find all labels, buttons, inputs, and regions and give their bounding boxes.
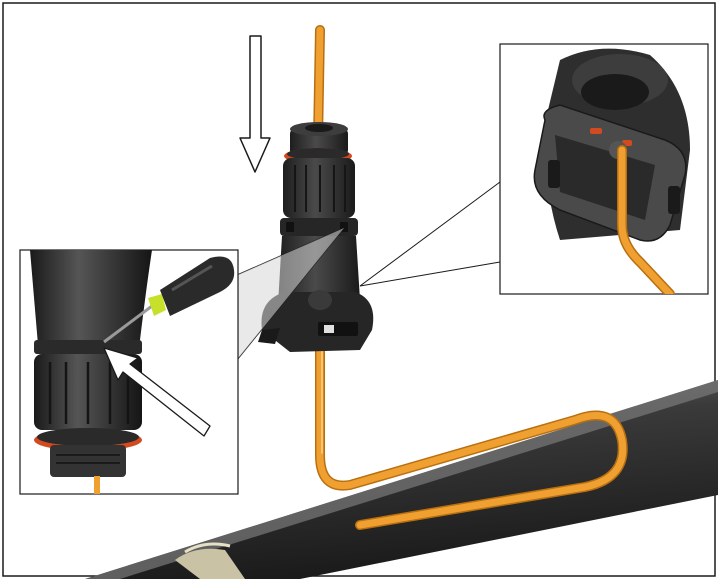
clip-band [175, 548, 245, 579]
screwdriver [103, 256, 235, 344]
inset-side-release [19, 249, 239, 495]
callout-cone [237, 228, 344, 360]
inset-bottom-view [499, 43, 709, 295]
release-pointer-arrow [103, 347, 211, 437]
heating-cable [313, 25, 628, 530]
pipe [85, 380, 718, 579]
screwdriver-collar [148, 294, 166, 316]
push-down-arrow [239, 35, 271, 173]
